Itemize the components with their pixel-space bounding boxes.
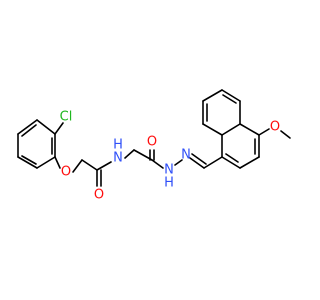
amide-hydrogen-label: H <box>113 138 123 153</box>
chlorine-atom-label: Cl <box>60 110 73 125</box>
bonds <box>17 89 291 187</box>
bond <box>17 156 38 169</box>
bond <box>96 161 112 171</box>
bond <box>191 153 207 165</box>
bond <box>239 156 260 169</box>
atom-labels: Cl O O N H O N H N O <box>60 110 280 203</box>
bond <box>21 155 37 165</box>
methoxy-oxygen-label: O <box>270 120 280 135</box>
hydrazide-nitrogen-label: N <box>164 163 174 178</box>
bond <box>54 122 64 135</box>
amide-nitrogen-label: N <box>113 151 123 166</box>
bond <box>221 89 241 102</box>
bond <box>124 149 135 159</box>
bond <box>174 159 183 166</box>
amide2-oxygen-label: O <box>147 135 157 150</box>
imine-nitrogen-label: N <box>181 148 191 163</box>
molecule-structure-drawing: Cl O O N H O N H N O <box>17 89 291 203</box>
bond <box>17 119 38 135</box>
bond <box>203 156 223 169</box>
bond <box>133 149 153 161</box>
bond <box>225 153 239 163</box>
bond <box>221 156 241 169</box>
bond <box>36 156 56 169</box>
bond <box>202 123 223 136</box>
bond <box>222 94 237 104</box>
bond <box>54 156 61 169</box>
bond <box>221 123 241 136</box>
bond <box>151 159 164 169</box>
bond <box>36 119 56 135</box>
bond <box>258 128 270 136</box>
bond <box>81 159 98 171</box>
hydrazide-hydrogen-label: H <box>164 176 174 191</box>
bond <box>189 157 205 169</box>
bond <box>280 130 291 139</box>
bond <box>72 159 83 173</box>
bond <box>21 124 37 137</box>
bond <box>239 123 260 136</box>
bond <box>202 89 223 102</box>
amide1-oxygen-label: O <box>94 188 104 203</box>
ether-oxygen-label: O <box>61 165 71 180</box>
